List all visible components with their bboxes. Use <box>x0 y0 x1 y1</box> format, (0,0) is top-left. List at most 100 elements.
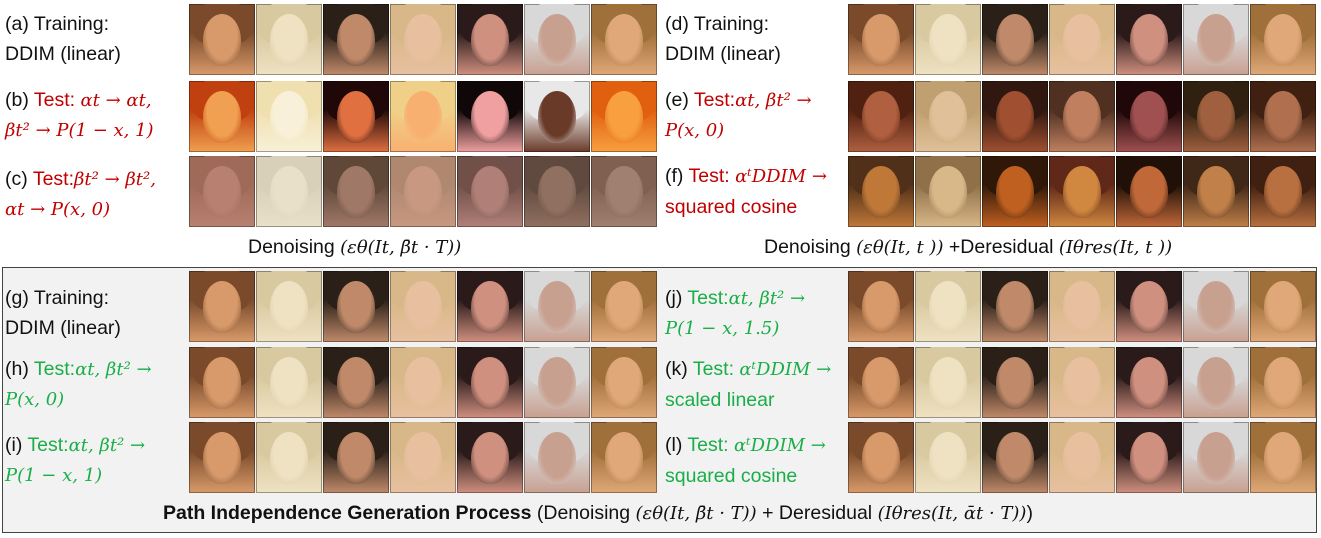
face-thumbnail <box>323 156 389 227</box>
row-c-prefix: (c) <box>5 168 33 190</box>
row-k-schedule: scaled linear <box>665 389 775 411</box>
face-thumbnail <box>915 81 981 152</box>
bottom-caption-text2: + Deresidual <box>756 502 878 524</box>
face-thumbnail <box>390 81 456 152</box>
face-thumbnail <box>256 422 322 493</box>
row-k-formula1: αᵗDDIM → <box>739 359 832 380</box>
face-thumbnail <box>189 271 255 342</box>
face-thumbnail <box>189 156 255 227</box>
row-j-prefix: (j) <box>665 287 688 309</box>
row-f-prefix: (f) <box>665 165 689 187</box>
face-thumbnail <box>1183 422 1249 493</box>
bottom-caption-math2: (Iθres(It, ᾱt · T)) <box>877 503 1027 524</box>
face-thumbnail <box>457 4 523 75</box>
top-right-caption-text2: +Deresidual <box>943 236 1059 258</box>
row-e-formula2: P(x, 0) <box>665 120 725 141</box>
row-g-line2: DDIM (linear) <box>5 317 121 339</box>
row-f-label: (f) Test: αᵗDDIM → squared cosine <box>665 161 827 222</box>
top-left-caption-math: (εθ(It, β̄t · T)) <box>340 237 462 258</box>
face-thumbnail <box>982 4 1048 75</box>
face-thumbnail <box>524 4 590 75</box>
face-thumbnail <box>915 271 981 342</box>
face-thumbnail <box>457 347 523 418</box>
row-i-images <box>189 422 658 493</box>
top-right-caption-text: Denoising <box>764 236 857 258</box>
row-e-formula1: αt, βt² → <box>735 90 812 111</box>
row-g-line1: (g) Training: <box>5 287 110 309</box>
face-thumbnail <box>323 81 389 152</box>
row-i-formula2: P(1 − x, 1) <box>5 465 103 486</box>
row-c-images <box>189 156 658 227</box>
face-thumbnail <box>256 156 322 227</box>
row-e-label: (e) Test:αt, βt² → P(x, 0) <box>665 85 812 146</box>
face-thumbnail <box>1049 81 1115 152</box>
row-b-label: (b) Test: αt → αt, βt² → P(1 − x, 1) <box>5 85 154 146</box>
face-thumbnail <box>457 271 523 342</box>
face-thumbnail <box>1250 271 1316 342</box>
row-a-images <box>189 4 658 75</box>
face-thumbnail <box>1250 422 1316 493</box>
face-thumbnail <box>591 156 657 227</box>
face-thumbnail <box>390 156 456 227</box>
face-thumbnail <box>457 156 523 227</box>
face-thumbnail <box>1049 271 1115 342</box>
row-k-test: Test: <box>692 358 740 380</box>
face-thumbnail <box>524 347 590 418</box>
row-c-label: (c) Test:βt² → βt², αt → P(x, 0) <box>5 164 156 225</box>
face-thumbnail <box>1116 347 1182 418</box>
face-thumbnail <box>524 156 590 227</box>
face-thumbnail <box>591 347 657 418</box>
row-e-images <box>848 81 1317 152</box>
row-d-line2: DDIM (linear) <box>665 43 781 65</box>
row-b-images <box>189 81 658 152</box>
face-thumbnail <box>982 156 1048 227</box>
face-thumbnail <box>189 4 255 75</box>
face-thumbnail <box>524 422 590 493</box>
row-b-formula1: αt → αt, <box>80 90 152 111</box>
row-a-label: (a) Training: DDIM (linear) <box>5 9 121 69</box>
face-thumbnail <box>256 271 322 342</box>
bottom-caption-text: (Denoising <box>531 502 636 524</box>
row-l-prefix: (l) <box>665 434 688 456</box>
row-h-test: Test: <box>33 358 76 380</box>
row-i-formula1: αt, βt² → <box>68 435 146 456</box>
face-thumbnail <box>848 4 914 75</box>
row-j-images <box>848 271 1317 342</box>
top-right-caption-math: (εθ(It, t )) <box>856 237 944 258</box>
face-thumbnail <box>390 271 456 342</box>
row-d-label: (d) Training: DDIM (linear) <box>665 9 781 69</box>
row-b-test: Test: <box>33 89 81 111</box>
row-l-test: Test: <box>687 434 734 456</box>
row-j-formula1: αt, βt² → <box>728 288 806 309</box>
face-thumbnail <box>915 4 981 75</box>
face-thumbnail <box>1049 422 1115 493</box>
row-g-images <box>189 271 658 342</box>
row-h-formula1: αt, βt² → <box>75 359 152 380</box>
row-f-test: Test: <box>688 165 736 187</box>
face-thumbnail <box>1183 81 1249 152</box>
row-l-schedule: squared cosine <box>665 465 798 487</box>
face-thumbnail <box>457 81 523 152</box>
face-thumbnail <box>982 81 1048 152</box>
face-thumbnail <box>189 422 255 493</box>
face-thumbnail <box>256 347 322 418</box>
face-thumbnail <box>390 4 456 75</box>
row-f-formula1: αᵗDDIM → <box>735 166 827 187</box>
face-thumbnail <box>323 4 389 75</box>
row-c-formula2: αt → P(x, 0) <box>5 199 111 220</box>
face-thumbnail <box>189 81 255 152</box>
row-e-test: Test: <box>693 89 736 111</box>
face-thumbnail <box>915 347 981 418</box>
row-h-formula2: P(x, 0) <box>5 389 65 410</box>
face-thumbnail <box>1250 4 1316 75</box>
row-l-formula1: αᵗDDIM → <box>734 435 826 456</box>
row-k-prefix: (k) <box>665 358 693 380</box>
face-thumbnail <box>1049 347 1115 418</box>
top-left-caption-text: Denoising <box>248 236 341 258</box>
face-thumbnail <box>591 4 657 75</box>
face-thumbnail <box>591 271 657 342</box>
face-thumbnail <box>982 271 1048 342</box>
bottom-caption: Path Independence Generation Process (De… <box>163 502 1033 525</box>
row-i-test: Test: <box>27 434 69 456</box>
face-thumbnail <box>848 271 914 342</box>
